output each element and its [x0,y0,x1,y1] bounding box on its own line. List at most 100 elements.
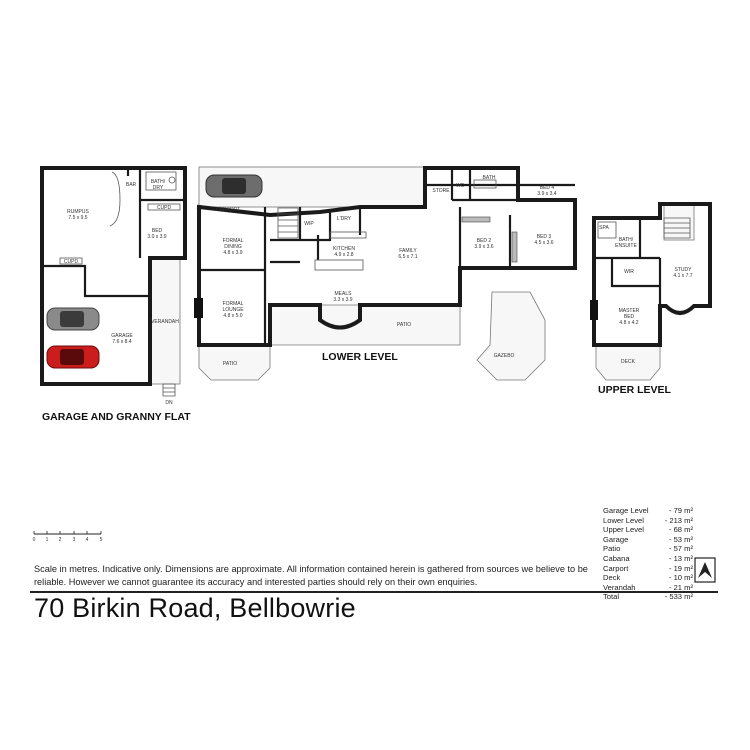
cupd-label-a: CUPD [157,205,172,211]
spa-label: SPA [599,225,609,231]
lower-level-interior-walls [199,168,575,345]
patio-left-label: PATIO [223,361,237,367]
bath-label: BATH [483,175,496,181]
upper-fireplace [590,300,598,320]
meals-label: MEALS [335,291,353,297]
bath-dry-label-1: BATH/ [151,179,166,185]
deck-label: DECK [621,359,636,365]
master-bed-label-1: MASTER [619,308,640,314]
kitchen-dimensions: 4.9 x 2.8 [334,252,353,258]
area-label: Garage [603,534,629,544]
bed2-wardrobe [461,216,491,223]
disclaimer-text: Scale in metres. Indicative only. Dimens… [34,564,588,587]
toilet-icon [168,176,176,184]
kitchen-island [314,259,364,271]
car-grey-icon [46,307,100,331]
area-value: - 10 m² [668,573,693,583]
area-label: Verandah [603,582,636,592]
area-label: Deck [603,573,621,583]
dn-label: DN [165,400,173,406]
area-value: - 79 m² [668,506,693,515]
bed3-dimensions: 4.5 x 3.6 [534,240,553,246]
cupd-label-b: CUPD [64,259,79,265]
scale-tick-2: 2 [59,537,62,543]
study-label: STUDY [675,267,693,273]
store-label: STORE [432,188,450,194]
wir-label: WIR [624,269,634,275]
area-row: Garage Level - 79 m² [603,506,693,516]
formal-lounge-label-2: LOUNGE [222,307,244,313]
rumpus-label: RUMPUS [67,209,89,215]
verandah-steps [162,383,176,397]
upper-level-interior-walls [594,218,662,306]
verandah-label: VERANDAH [151,319,179,325]
meals-dimensions: 3.3 x 3.9 [333,297,352,303]
area-value: - 53 m² [668,534,693,544]
area-row: Total - 533 m² [603,592,693,602]
car-red-icon [46,345,100,369]
area-value: - 21 m² [668,582,693,592]
scale-tick-4: 4 [86,537,89,543]
area-value: - 68 m² [668,525,693,535]
bed3-wardrobe [511,231,518,263]
ensuite-label-2: ENSUITE [615,243,637,249]
bath-dry-label-2: DRY [153,185,164,191]
bed-dimensions: 3.0 x 3.9 [147,234,166,240]
area-row: Carport - 19 m² [603,564,693,574]
gazebo-area [476,291,546,381]
master-bed-label-2: BED [624,314,635,320]
patio-mid-area [269,304,461,346]
upper-stairs [663,217,691,239]
area-value: - 13 m² [668,553,693,563]
area-row: Cabana - 13 m² [603,554,693,564]
area-row: Patio- 57 m² [603,544,693,554]
scale-bar: 0 1 2 3 4 5 [33,531,103,543]
study-dimensions: 4.1 x 7.7 [673,273,692,279]
area-row: Garage - 53 m² [603,535,693,545]
bed4-dimensions: 3.9 x 3.4 [537,191,556,197]
area-label: Garage Level [603,506,649,515]
carport-area [198,166,426,208]
area-label: Total [603,592,620,602]
bed3-label: BED 3 [537,234,552,240]
scale-tick-1: 1 [46,537,49,543]
lower-level-heading: LOWER LEVEL [322,351,398,363]
area-value: - 533 m² [664,592,693,602]
area-table: Garage Level- 79 m² Lower Level- 213 m² … [603,506,693,602]
bar-counter [109,171,121,227]
bar-label: BAR [126,182,137,188]
area-row: Verandah - 21 m² [603,583,693,593]
bed-label: BED [152,228,163,234]
lower-stairs [277,207,299,239]
area-label: Cabana [603,553,630,563]
cupboard-a [147,203,181,211]
fireplace-lounge [194,298,203,318]
bed2-dimensions: 3.9 x 3.6 [474,244,493,250]
formal-lounge-label-1: FORMAL [223,301,244,307]
area-label: Upper Level [603,525,644,535]
patio-mid-label: PATIO [397,322,411,328]
balcony-area [663,203,695,241]
scale-tick-0: 0 [33,537,36,543]
ensuite-label-1: BATH/ [619,237,634,243]
area-value: - 19 m² [668,563,693,573]
laundry-label: L'DRY [337,216,352,222]
area-label: Carport [603,563,629,573]
upper-level-plan: SPA BATH/ ENSUITE WIR STUDY 4.1 x 7.7 MA… [590,202,712,396]
kitchen-bench [329,231,367,239]
bath-tub [473,179,497,189]
spa-tub [597,221,617,239]
bed4-label: BED 4 [540,185,555,191]
footer-rule [30,591,718,593]
bed2-label: BED 2 [477,238,492,244]
family-dimensions: 6.5 x 7.1 [398,254,417,260]
formal-dining-label-1: FORMAL [223,238,244,244]
formal-lounge-dimensions: 4.8 x 5.0 [223,313,242,319]
rumpus-dimensions: 7.5 x 9.5 [68,215,87,221]
area-row: Lower Level- 213 m² [603,516,693,526]
master-bed-dimensions: 4.8 x 4.2 [619,320,638,326]
bathroom-fixtures [145,171,177,191]
area-value: - 57 m² [668,544,693,554]
wip-label: WIP [304,221,314,227]
garage-flat-heading: GARAGE AND GRANNY FLAT [42,411,191,423]
